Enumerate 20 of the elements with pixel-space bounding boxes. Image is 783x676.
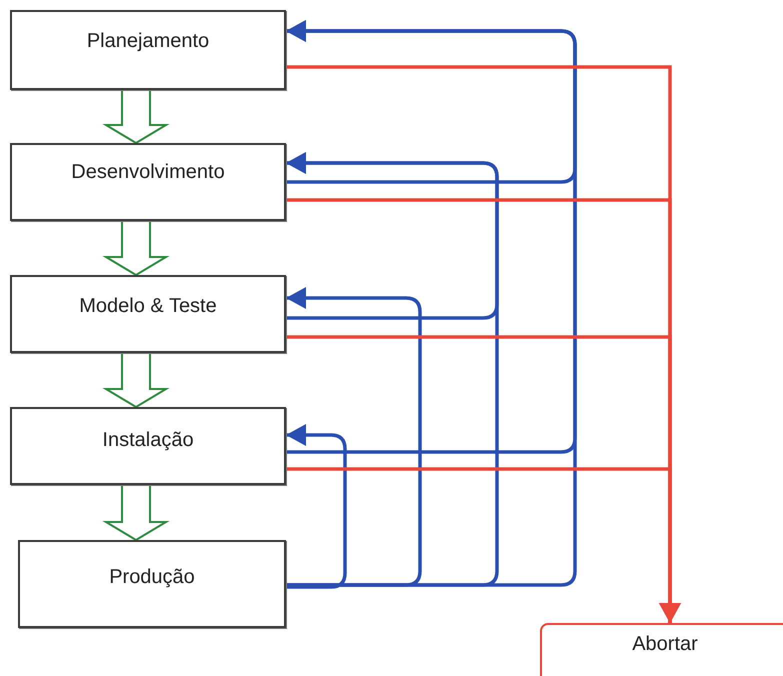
process-box (10, 10, 286, 90)
box-label: Abortar (632, 633, 698, 656)
process-box (10, 275, 286, 353)
process-box (18, 540, 286, 628)
process-box (10, 143, 286, 221)
block-arrow (102, 484, 170, 542)
terminal-box (540, 623, 783, 676)
box-label: Desenvolvimento (71, 161, 225, 184)
box-label: Planejamento (86, 30, 210, 53)
arrow (286, 467, 681, 623)
process-box (10, 407, 286, 485)
box-label: Instalação (102, 429, 194, 452)
block-arrow (102, 89, 170, 144)
arrow (286, 424, 347, 589)
block-arrow (102, 352, 170, 408)
box-label: Modelo & Teste (79, 295, 217, 318)
arrow (286, 20, 577, 184)
arrow (286, 152, 499, 320)
box-label: Produção (109, 566, 195, 589)
block-arrow (102, 220, 170, 276)
